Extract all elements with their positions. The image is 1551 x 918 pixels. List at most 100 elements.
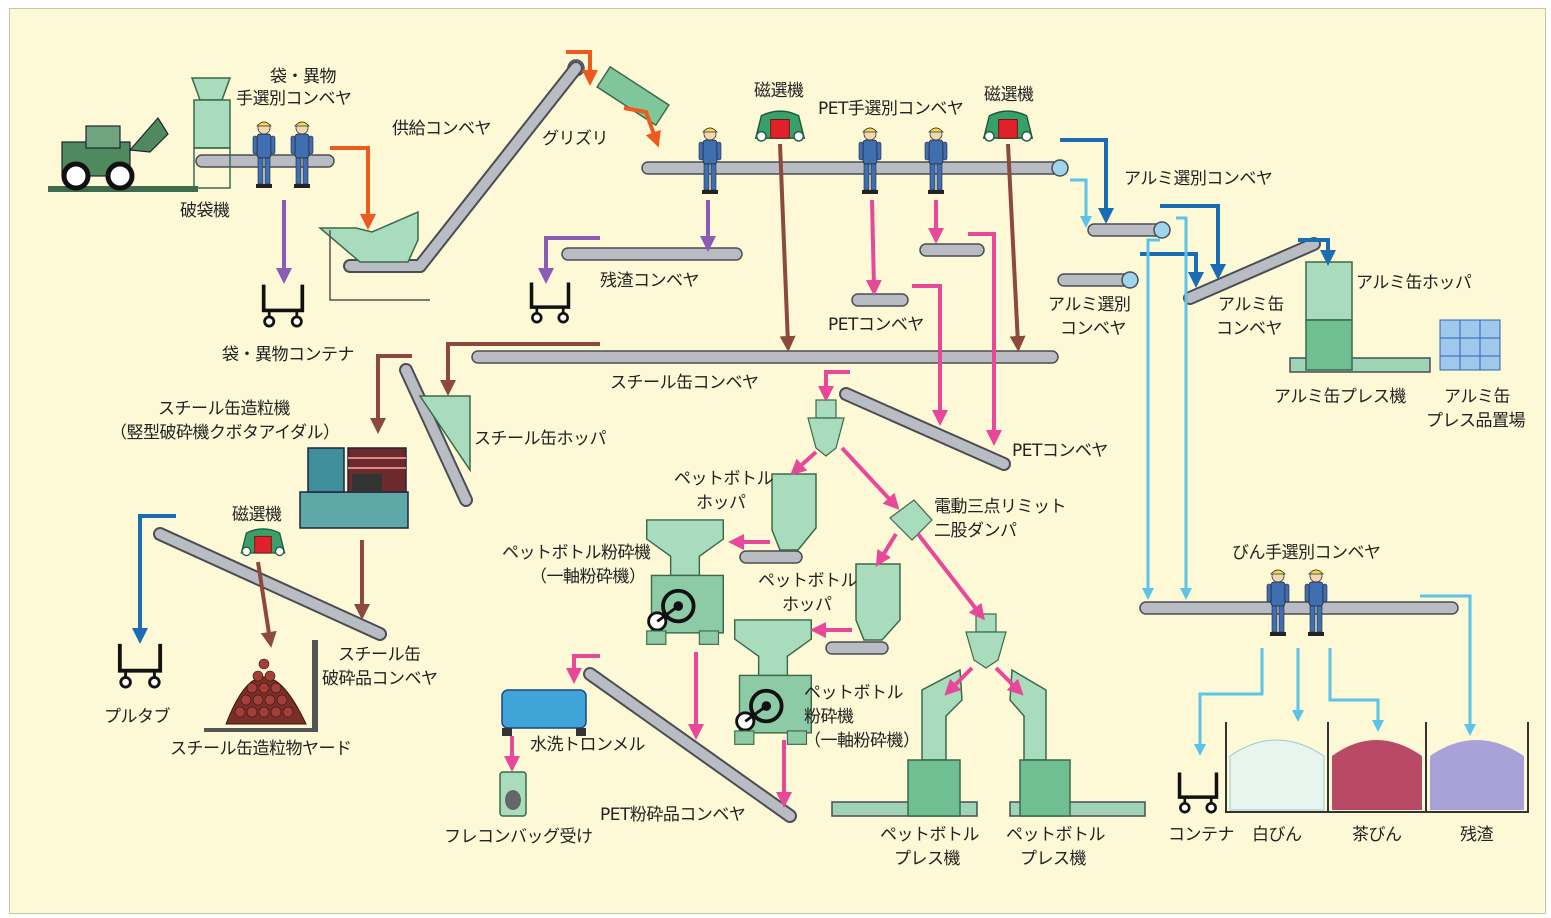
- label-pet-crusher-2b: 粉砕機: [804, 707, 854, 727]
- label-alu-can-conveyor-2: コンベヤ: [1216, 319, 1282, 339]
- steel-can-hopper: [418, 395, 471, 473]
- label-electric-damper-2: 二股ダンパ: [934, 521, 1017, 541]
- label-alu-sort-conveyor-top: アルミ選別コンベヤ: [1124, 169, 1272, 189]
- label-alu-press-yard-2: プレス品置場: [1426, 411, 1525, 431]
- label-pet-bottle-hopper-2a: ペットボトル: [758, 571, 857, 591]
- pull-tab-cart: [120, 644, 160, 687]
- pet-splitter-3: [965, 613, 1007, 669]
- alu-press-yard-bales: [1439, 319, 1501, 371]
- label-alu-sort-conveyor-1: アルミ選別: [1048, 295, 1130, 315]
- flow-arrows-orange: [330, 50, 661, 230]
- label-steel-granulator-1: スチール缶造粒機: [158, 399, 290, 419]
- alu-sort-conveyor-belt-2: [1057, 273, 1133, 287]
- bag-breaker-machine: [190, 77, 232, 189]
- wash-trommel-machine: [501, 689, 587, 736]
- label-wash-trommel: 水洗トロンメル: [530, 735, 645, 755]
- label-pet-bottle-hopper-1b: ホッパ: [696, 493, 746, 513]
- label-bag-breaker: 破袋機: [180, 201, 230, 221]
- label-steel-can-conveyor: スチール缶コンベヤ: [610, 373, 759, 393]
- label-brown-bottle: 茶びん: [1352, 825, 1402, 845]
- pet-bottle-hopper-1: [771, 473, 817, 551]
- label-grizzly: グリズリ: [542, 129, 608, 149]
- bottle-bins: [1225, 722, 1529, 813]
- pet-conveyor-small-b: [919, 243, 985, 257]
- bin-sort-conveyor-belt: [1139, 601, 1459, 615]
- residue-cart: [529, 280, 571, 324]
- flow-arrows-pink: [504, 199, 1024, 808]
- bag-container-cart: [261, 282, 305, 328]
- label-steel-can-hopper: スチール缶ホッパ: [474, 429, 606, 449]
- container-cart: [1177, 770, 1219, 814]
- label-steel-crushed-conveyor-1: スチール缶: [338, 645, 421, 665]
- label-steel-pellet-yard: スチール缶造粒物ヤード: [170, 739, 352, 759]
- flow-arrows-light-blue: [1070, 178, 1476, 756]
- pet-splitter-2: [889, 499, 933, 541]
- label-feed-conveyor: 供給コンベヤ: [392, 119, 491, 139]
- label-pet-crusher-1a: ペットボトル粉砕機: [502, 543, 651, 563]
- hopper-conveyor-b: [825, 641, 889, 655]
- label-pet-press-1a: ペットボトル: [880, 825, 979, 845]
- inclined-conveyors-fill: [155, 63, 1319, 821]
- label-pet-hand-sort: PET手選別コンベヤ: [818, 99, 963, 119]
- label-bag-hand-sort-1: 袋・異物: [270, 67, 336, 87]
- label-magnet-3: 磁選機: [232, 505, 282, 525]
- steel-granulator-machine: [299, 447, 409, 529]
- label-bin-sort-conveyor: びん手選別コンベヤ: [1232, 543, 1381, 563]
- label-steel-granulator-2: （竪型破砕機クボタアイダル）: [110, 423, 339, 443]
- labels: 袋・異物 手選別コンベヤ 破袋機 供給コンベヤ グリズリ 磁選機 PET手選別コ…: [104, 67, 1526, 869]
- label-flexible-container: フレコンバッグ受け: [444, 827, 593, 847]
- residue-pile: [1430, 740, 1524, 810]
- label-alu-press-yard-1: アルミ缶: [1444, 387, 1510, 407]
- white-bottle-pile: [1229, 739, 1325, 811]
- label-pet-press-2b: プレス機: [1020, 849, 1086, 869]
- alu-sort-conveyor-belt-1: [1087, 223, 1165, 237]
- label-container: コンテナ: [1168, 825, 1234, 845]
- flow-arrows-blue: [132, 138, 1336, 644]
- label-steel-crushed-conveyor-2: 破砕品コンベヤ: [322, 669, 438, 689]
- label-pet-crusher-2c: （一軸粉砕機）: [804, 731, 920, 751]
- pet-crusher-2: [732, 618, 814, 747]
- label-pet-conveyor-2: PETコンベヤ: [1012, 441, 1108, 461]
- label-residue: 残渣: [1460, 825, 1494, 845]
- label-alu-press: アルミ缶プレス機: [1274, 387, 1406, 407]
- label-residue-conveyor: 残渣コンベヤ: [600, 271, 699, 291]
- label-magnet-1: 磁選機: [754, 81, 804, 101]
- wheel-loader: [48, 116, 198, 192]
- label-alu-sort-conveyor-2: コンベヤ: [1060, 319, 1126, 339]
- flow-arrows-brown: [256, 143, 1026, 648]
- grizzly-screen: [596, 65, 670, 127]
- hopper-conveyor-a: [739, 550, 803, 564]
- flexible-container-bag: [499, 771, 527, 817]
- pet-bottle-hopper-2: [855, 563, 901, 641]
- brown-bottle-pile: [1332, 740, 1422, 810]
- pet-conveyor-small-a: [851, 293, 909, 307]
- steel-can-conveyor-belt: [471, 350, 1059, 364]
- steel-pellet-pile: [204, 640, 318, 732]
- label-pet-conveyor-1: PETコンベヤ: [828, 315, 924, 335]
- label-pet-bottle-hopper-1a: ペットボトル: [674, 469, 773, 489]
- pet-press-2: [1009, 668, 1071, 817]
- label-alu-can-hopper: アルミ缶ホッパ: [1356, 273, 1472, 293]
- magnet-separator-3: [240, 528, 286, 557]
- label-magnet-2: 磁選機: [984, 85, 1034, 105]
- label-bag-container: 袋・異物コンテナ: [222, 345, 354, 365]
- label-electric-damper-1: 電動三点リミット: [934, 497, 1066, 517]
- magnet-separator-2: [983, 110, 1033, 142]
- alu-can-hopper: [1305, 261, 1353, 371]
- label-bag-hand-sort-2: 手選別コンベヤ: [236, 89, 352, 109]
- label-pull-tab: プルタブ: [104, 706, 170, 727]
- label-white-bottle: 白びん: [1252, 825, 1302, 845]
- flow-arrows-purple: [276, 200, 716, 284]
- magnet-separator-1: [755, 110, 805, 142]
- pet-crusher-1: [644, 518, 726, 647]
- label-pet-crusher-1b: （一軸粉砕機）: [530, 567, 646, 587]
- residue-conveyor-belt: [561, 247, 743, 261]
- label-pet-bottle-hopper-2b: ホッパ: [782, 595, 832, 615]
- feed-hopper: [317, 210, 430, 301]
- label-pet-crushed-conveyor: PET粉砕品コンベヤ: [600, 805, 745, 825]
- label-pet-crusher-2a: ペットボトル: [804, 683, 903, 703]
- label-alu-can-conveyor-1: アルミ缶: [1218, 295, 1284, 315]
- label-pet-press-1b: プレス機: [894, 849, 960, 869]
